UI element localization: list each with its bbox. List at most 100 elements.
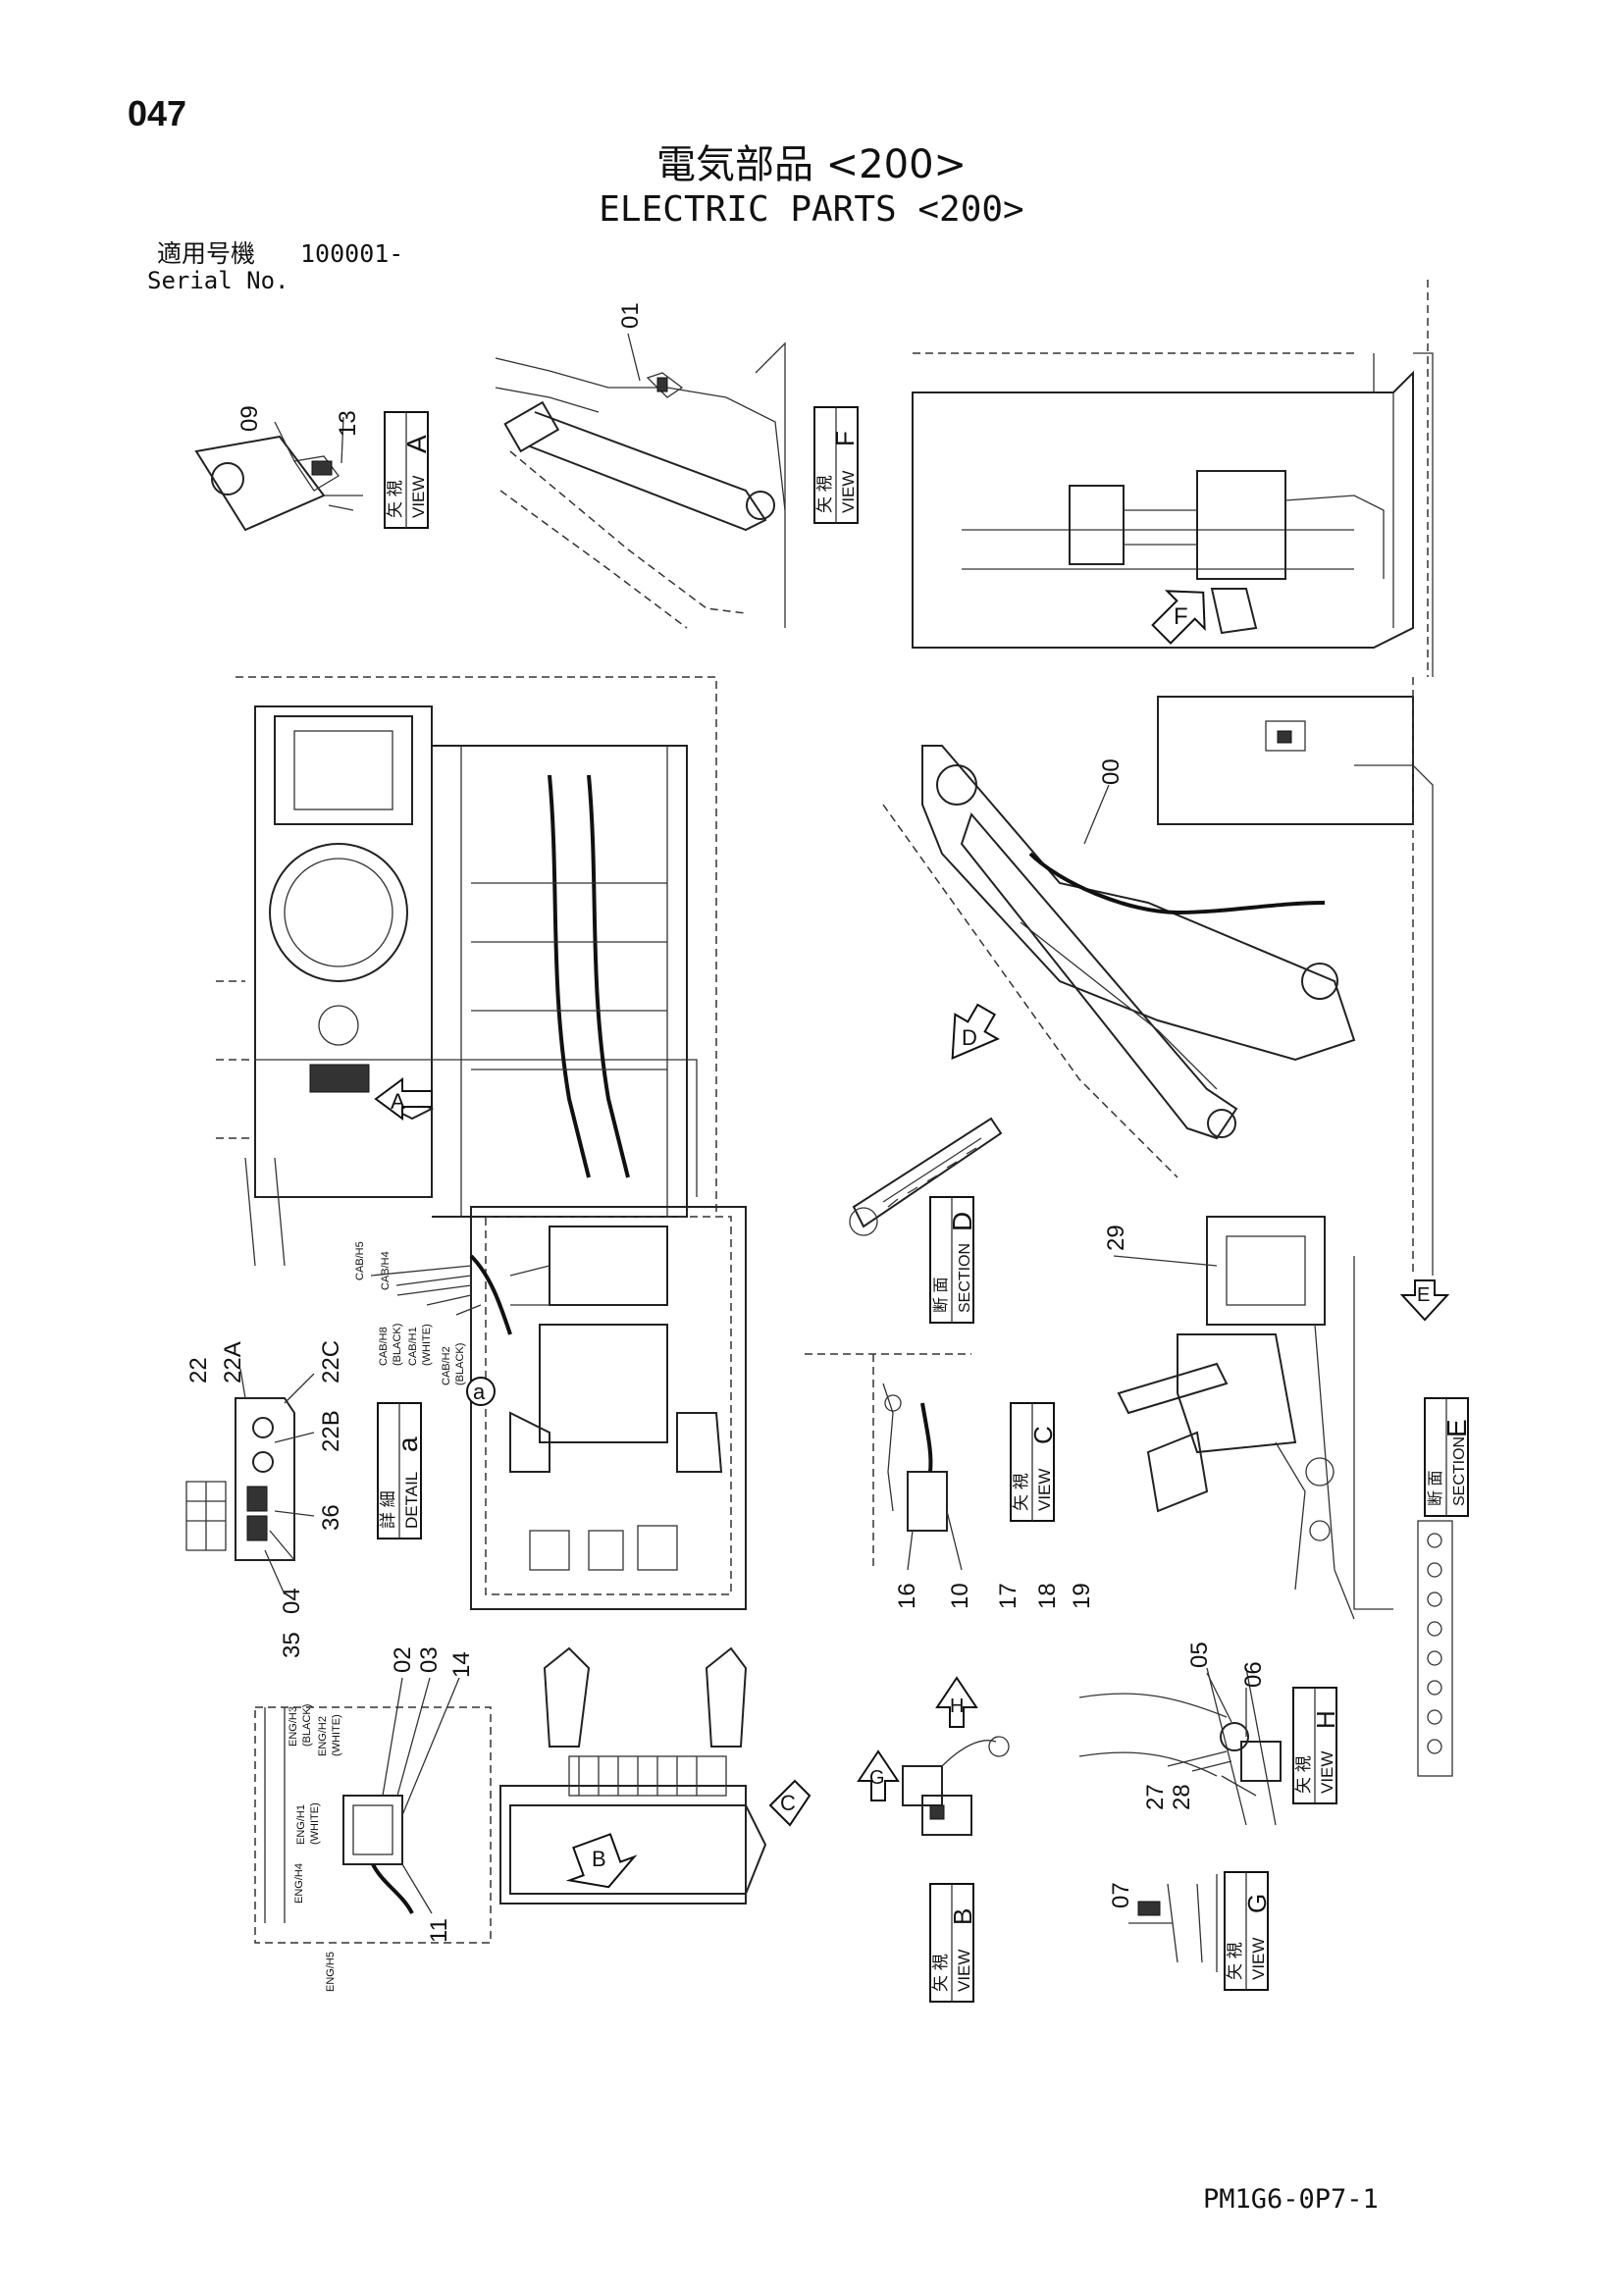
cab-floor-area	[469, 1206, 747, 1610]
view-h-drawing	[1078, 1667, 1282, 1826]
arrow-d-callout: D	[951, 1003, 1000, 1061]
part-01: 01	[617, 302, 644, 329]
cab-leaders	[370, 1265, 482, 1316]
view-c-letter: C	[1028, 1426, 1058, 1444]
section-d-letter: D	[947, 1212, 977, 1231]
arrow-a-callout: A	[374, 1077, 433, 1121]
conn-cab-h1-color: (WHITE)	[421, 1324, 433, 1366]
view-h-label: 矢 視 VIEW H	[1292, 1687, 1340, 1804]
view-f-label: 矢 視 VIEW F	[813, 406, 860, 524]
conn-eng-h2-color: (WHITE)	[331, 1714, 342, 1756]
view-f-en: VIEW	[839, 471, 858, 513]
part-22c: 22C	[318, 1340, 344, 1383]
view-b-label: 矢 視 VIEW B	[929, 1883, 977, 2003]
part-22b: 22B	[318, 1410, 344, 1452]
arrow-c-callout: C	[768, 1779, 812, 1827]
arrow-e-letter: E	[1417, 1284, 1430, 1306]
detail-a-leaders	[239, 1368, 315, 1595]
conn-eng-h5: ENG/H5	[325, 1952, 337, 1992]
part-16: 16	[894, 1583, 920, 1609]
arrow-f-letter: F	[1174, 603, 1188, 630]
part-27: 27	[1142, 1784, 1169, 1810]
engine-area	[254, 1646, 767, 1944]
view-a-label: 矢 視 VIEW A	[384, 411, 432, 529]
conn-eng-h2: ENG/H2	[317, 1716, 329, 1756]
section-e-letter: E	[1441, 1419, 1472, 1437]
view-c-en: VIEW	[1035, 1469, 1054, 1511]
leader-00	[1083, 784, 1110, 845]
view-c-drawing	[805, 1353, 971, 1570]
section-e-jp: 断 面	[1427, 1471, 1444, 1506]
part-22: 22	[185, 1357, 212, 1383]
part-00: 00	[1098, 758, 1125, 785]
arrow-g-letter: G	[869, 1767, 885, 1789]
view-a-drawing	[194, 416, 363, 532]
drawing-code: PM1G6-0P7-1	[1203, 2184, 1379, 2215]
view-a-jp: 矢 視	[386, 480, 404, 518]
section-d-en: SECTION	[957, 1243, 973, 1313]
view-f-drawing	[495, 341, 786, 629]
serial-label-japanese: 適用号機	[157, 239, 256, 268]
serial-value: 100001-	[300, 239, 404, 268]
right-edge-lines	[1412, 280, 1429, 1276]
conn-cab-h2-color: (BLACK)	[454, 1343, 466, 1385]
serial-label-english: Serial No.	[147, 267, 289, 294]
view-f-jp: 矢 視	[815, 475, 834, 513]
conn-cab-h5: CAB/H5	[354, 1241, 366, 1280]
upper-structure-top-right	[912, 352, 1434, 677]
detail-a-drawing	[185, 1397, 295, 1561]
leader-01	[627, 333, 641, 382]
view-g-en: VIEW	[1249, 1938, 1268, 1980]
part-35: 35	[279, 1632, 305, 1658]
part-36: 36	[318, 1504, 344, 1531]
view-g-letter: G	[1242, 1894, 1272, 1913]
part-14: 14	[448, 1651, 475, 1678]
section-d-drawing	[849, 1117, 1003, 1236]
part-05: 05	[1186, 1642, 1213, 1668]
detail-a-letter: a	[393, 1436, 423, 1452]
arrow-h-callout: H	[935, 1676, 978, 1728]
view-h-leaders	[1167, 1672, 1247, 1772]
detail-a-marker-letter: a	[473, 1380, 486, 1404]
part-07: 07	[1108, 1882, 1134, 1908]
title-japanese: 電気部品 <200>	[655, 142, 968, 187]
arrow-h-letter: H	[950, 1696, 964, 1717]
part-28: 28	[1169, 1784, 1195, 1810]
view-a-letter: A	[401, 435, 432, 453]
view-h-en: VIEW	[1318, 1751, 1336, 1794]
arrow-d-letter: D	[962, 1025, 977, 1050]
part-06: 06	[1240, 1661, 1267, 1688]
view-b-jp: 矢 視	[931, 1954, 950, 1992]
title-english: ELECTRIC PARTS <200>	[599, 189, 1024, 230]
conn-cab-h2: CAB/H2	[441, 1346, 452, 1385]
conn-cab-h8: CAB/H8	[378, 1327, 390, 1366]
part-03: 03	[416, 1646, 443, 1673]
conn-cab-h8-color: (BLACK)	[392, 1324, 403, 1366]
page-number: 047	[128, 93, 187, 133]
view-b-en: VIEW	[955, 1950, 973, 1992]
boom-side-view	[882, 696, 1434, 1276]
part-19: 19	[1069, 1583, 1095, 1609]
section-e-en: SECTION	[1451, 1436, 1468, 1506]
part-09: 09	[236, 405, 263, 432]
part-29: 29	[1103, 1225, 1129, 1251]
view-h-jp: 矢 視	[1294, 1755, 1313, 1794]
view-b-letter: B	[948, 1908, 977, 1925]
part-04: 04	[279, 1588, 305, 1614]
conn-eng-h3: ENG/H3	[288, 1706, 299, 1747]
view-g-jp: 矢 視	[1226, 1942, 1244, 1980]
detail-a-marker: a	[466, 1377, 496, 1406]
part-18: 18	[1034, 1583, 1061, 1609]
detail-a-jp: 詳 細	[379, 1490, 397, 1529]
arrow-b-callout: B	[565, 1833, 638, 1889]
part-10: 10	[947, 1583, 973, 1609]
conn-eng-h4: ENG/H4	[293, 1863, 305, 1904]
section-e-label: 断 面 SECTION E	[1424, 1397, 1472, 1517]
arrow-g-callout: G	[857, 1749, 900, 1801]
part-17: 17	[995, 1583, 1021, 1609]
view-f-letter: F	[830, 431, 860, 446]
view-c-jp: 矢 視	[1012, 1473, 1030, 1511]
section-d-jp: 断 面	[932, 1278, 950, 1313]
engine-leaders	[382, 1677, 460, 1914]
